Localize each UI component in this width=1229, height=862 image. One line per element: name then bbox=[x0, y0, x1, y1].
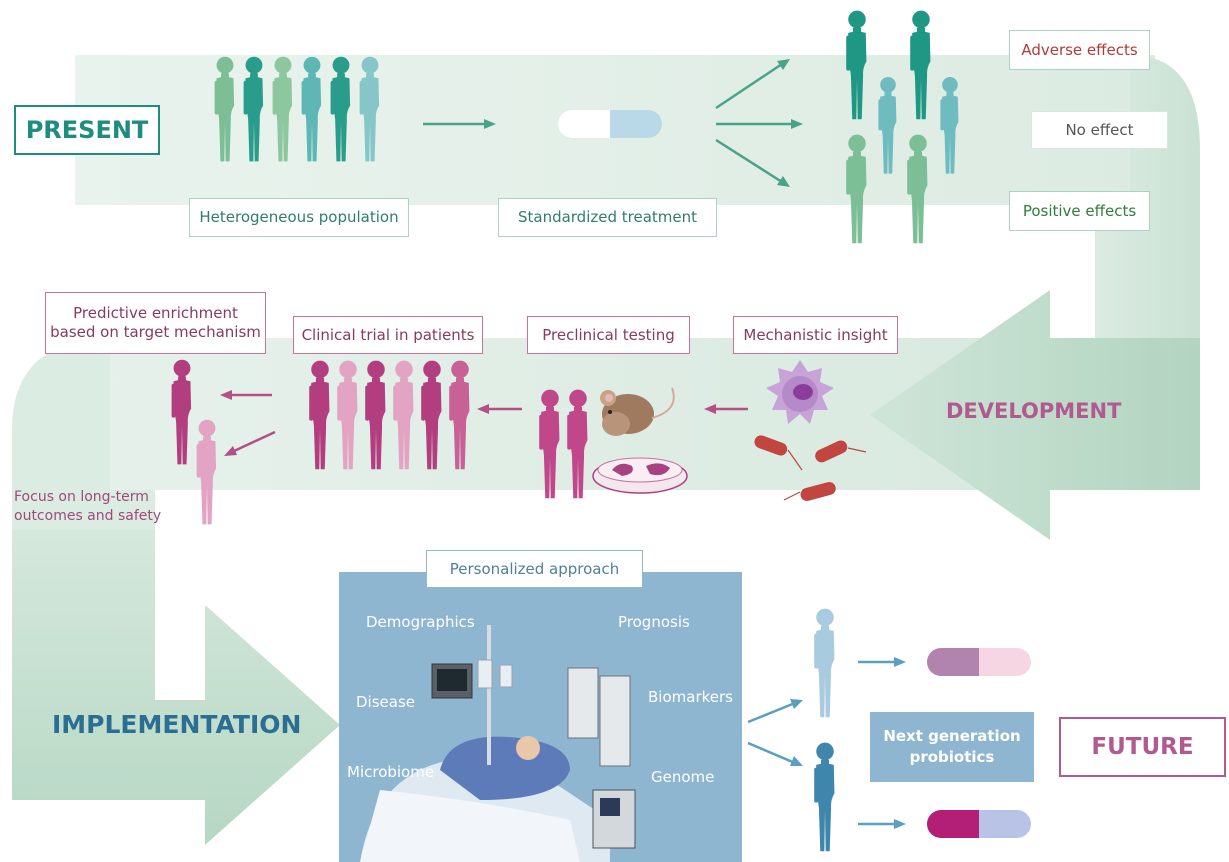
focus-line-1: Focus on long-term bbox=[14, 489, 149, 505]
future-people bbox=[814, 608, 835, 852]
preclinical-testing-label: Preclinical testing bbox=[527, 316, 690, 354]
person-figure bbox=[814, 742, 835, 852]
person-figure bbox=[814, 608, 835, 718]
enrichment-line-2: based on target mechanism bbox=[50, 323, 261, 341]
development-stage-label: DEVELOPMENT bbox=[946, 399, 1122, 423]
development-arrow bbox=[870, 290, 1200, 540]
factor-disease: Disease bbox=[356, 693, 415, 711]
future-stage-label: FUTURE bbox=[1059, 717, 1226, 777]
population-label: Heterogeneous population bbox=[189, 198, 409, 237]
personalized-approach-label: Personalized approach bbox=[426, 550, 643, 588]
ngp-line-1: Next generation bbox=[883, 727, 1021, 745]
factor-prognosis: Prognosis bbox=[618, 613, 690, 631]
probiotic-pill-icon bbox=[927, 648, 1031, 676]
enrichment-line-1: Predictive enrichment bbox=[73, 304, 238, 322]
ngp-line-2: probiotics bbox=[909, 748, 995, 766]
present-arrows bbox=[423, 59, 803, 187]
implementation-stage-label: IMPLEMENTATION bbox=[52, 710, 302, 739]
pill-icon bbox=[558, 110, 662, 138]
focus-long-term-label: Focus on long-term outcomes and safety bbox=[14, 488, 161, 526]
mechanistic-insight-label: Mechanistic insight bbox=[733, 316, 898, 354]
factor-genome: Genome bbox=[651, 768, 715, 786]
personalized-panel bbox=[339, 572, 742, 862]
outcome-positive: Positive effects bbox=[1009, 191, 1150, 231]
next-gen-probiotics-label: Next generation probiotics bbox=[870, 712, 1034, 782]
factor-microbiome: Microbiome bbox=[347, 763, 435, 781]
flow-band bbox=[12, 55, 1200, 845]
immune-cell-icon bbox=[766, 360, 834, 424]
factor-demographics: Demographics bbox=[366, 613, 475, 631]
treatment-label: Standardized treatment bbox=[498, 198, 717, 237]
predictive-enrichment-label: Predictive enrichment based on target me… bbox=[45, 292, 266, 354]
outcome-none: No effect bbox=[1031, 111, 1168, 149]
mouse-icon bbox=[600, 387, 675, 436]
implementation-arrows bbox=[747, 657, 906, 829]
present-stage-label: PRESENT bbox=[14, 105, 160, 155]
development-arrows bbox=[220, 390, 748, 456]
focus-line-2: outcomes and safety bbox=[14, 508, 162, 524]
petri-dish-icon bbox=[592, 457, 688, 494]
bacteria-icon bbox=[754, 435, 867, 501]
outcome-adverse: Adverse effects bbox=[1009, 30, 1150, 70]
implementation-arrow bbox=[12, 530, 340, 845]
probiotic-pill-icon bbox=[927, 810, 1031, 838]
clinical-trial-label: Clinical trial in patients bbox=[293, 316, 483, 354]
factor-biomarkers: Biomarkers bbox=[648, 688, 733, 706]
next-gen-probiotics-box bbox=[870, 712, 1034, 782]
